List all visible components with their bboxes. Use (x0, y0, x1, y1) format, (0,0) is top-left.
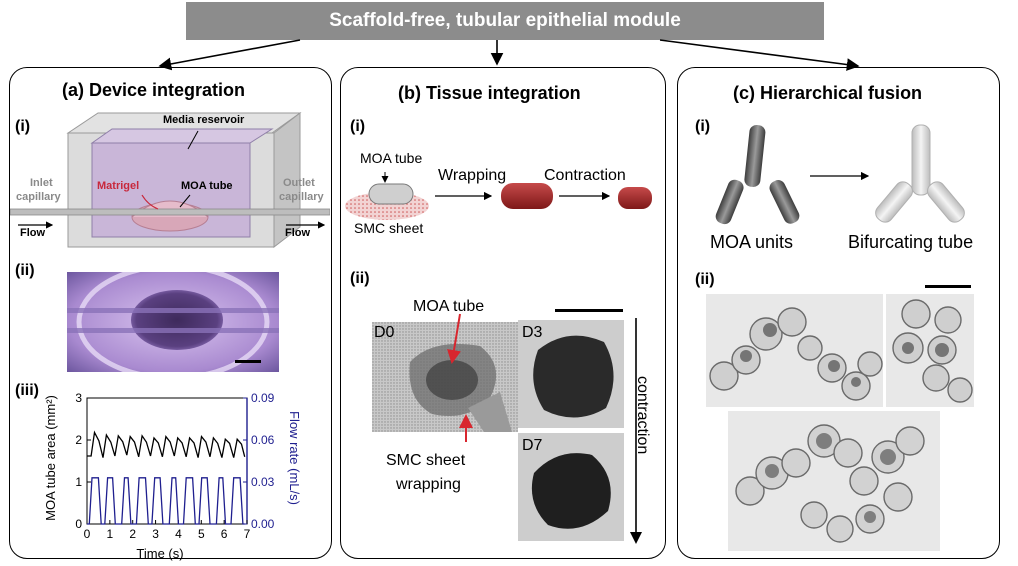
device-schematic (10, 111, 330, 249)
flow-label-left: Flow (20, 227, 46, 239)
device-micrograph (67, 272, 279, 372)
inlet-label-2: capillary (16, 191, 61, 203)
d0-micrograph (372, 322, 518, 432)
contraction-vertical-label: contraction (634, 376, 651, 455)
d7-micrograph (518, 433, 624, 541)
moa-tube-label-b: MOA tube (360, 150, 423, 166)
panel-b-title: (b) Tissue integration (398, 83, 581, 103)
y-tick-label-0: 0 (75, 517, 82, 531)
panel-tissue-integration (340, 67, 666, 559)
panel-c-sub-i: (i) (695, 118, 711, 135)
panel-c-title: (c) Hierarchical fusion (733, 83, 923, 103)
arrow-to-panel-a (158, 39, 301, 71)
wrapping-label: Wrapping (438, 167, 507, 184)
scale-bar-b (555, 309, 623, 312)
y2-tick-label-3: 0.09 (251, 391, 275, 405)
x-tick-label-0: 0 (84, 527, 91, 541)
moa-tube-label-b2: MOA tube (413, 298, 485, 315)
fusion-micrograph-1 (706, 294, 883, 407)
chart-marks: 0 1 2 3 4 5 6 7 0 1 2 3 0.00 0.03 0.06 0.09 (75, 391, 274, 541)
y2-tick-label-2: 0.06 (251, 433, 275, 447)
d0-label: D0 (374, 324, 395, 341)
y-tick-label-1: 1 (75, 475, 82, 489)
d3-label: D3 (522, 324, 543, 341)
matrigel-label: Matrigel (97, 180, 140, 192)
panel-b-sub-i: (i) (350, 118, 366, 135)
moa-units-label: MOA units (710, 232, 794, 252)
fusion-schematic (715, 124, 965, 225)
y-tick-label-2: 2 (75, 433, 82, 447)
y2-tick-label-0: 0.00 (251, 517, 275, 531)
x-tick-label-4: 4 (175, 527, 182, 541)
contraction-arrow (630, 318, 642, 544)
x-tick-label-1: 1 (107, 527, 114, 541)
smc-wrap-label-2: wrapping (396, 476, 461, 493)
inlet-label-1: Inlet (30, 177, 53, 189)
banner-title: Scaffold-free, tubular epithelial module (329, 10, 681, 31)
panel-a-sub-i: (i) (15, 118, 31, 135)
flow-label-right: Flow (285, 227, 311, 239)
x-tick-label-2: 2 (129, 527, 136, 541)
smc-wrap-label-1: SMC sheet (386, 452, 466, 469)
moa-flow-chart: 0 1 2 3 4 5 6 7 0 1 2 3 0.00 0.03 0.06 0.09 Time (s) MO… (43, 391, 302, 561)
panel-c-sub-ii: (ii) (695, 271, 715, 288)
moa-tube-label-a: MOA tube (181, 180, 233, 192)
d7-label: D7 (522, 437, 543, 454)
x-axis-label: Time (s) (136, 546, 183, 561)
x-tick-label-7: 7 (244, 527, 251, 541)
flow-rate-series (87, 477, 245, 525)
y2-axis-label: Flow rate (mL/s) (287, 411, 302, 505)
panel-b-sub-ii: (ii) (350, 270, 370, 287)
x-tick-label-5: 5 (198, 527, 205, 541)
smc-sheet-label: SMC sheet (354, 220, 424, 236)
bifurcating-tube-label: Bifurcating tube (848, 232, 974, 252)
contraction-label: Contraction (544, 167, 626, 184)
d3-micrograph (518, 320, 624, 428)
outlet-label-2: capillary (279, 191, 324, 203)
y2-tick-label-1: 0.03 (251, 475, 275, 489)
tube-area-series (87, 430, 246, 458)
media-reservoir-label: Media reservoir (163, 114, 245, 126)
arrow-to-panel-c (659, 39, 860, 71)
panel-a-title: (a) Device integration (62, 80, 246, 100)
plot-frame (86, 397, 248, 525)
x-tick-label-3: 3 (152, 527, 159, 541)
panel-device-integration (9, 67, 332, 559)
panel-a-sub-iii: (iii) (15, 382, 39, 399)
panel-a-sub-ii: (ii) (15, 262, 35, 279)
scale-bar-c (925, 285, 971, 288)
fusion-micrograph-3 (728, 411, 940, 551)
y-tick-label-3: 3 (75, 391, 82, 405)
banner: Scaffold-free, tubular epithelial module (186, 2, 824, 40)
y-axis-label: MOA tube area (mm²) (43, 395, 58, 521)
panel-hierarchical-fusion (677, 67, 1000, 559)
micrograph-pointers (447, 313, 473, 442)
x-tick-label-6: 6 (221, 527, 228, 541)
outlet-label-1: Outlet (283, 177, 315, 189)
banner-arrows (158, 39, 860, 71)
fusion-micrograph-2 (886, 294, 974, 407)
wrapping-schematic (345, 172, 652, 220)
